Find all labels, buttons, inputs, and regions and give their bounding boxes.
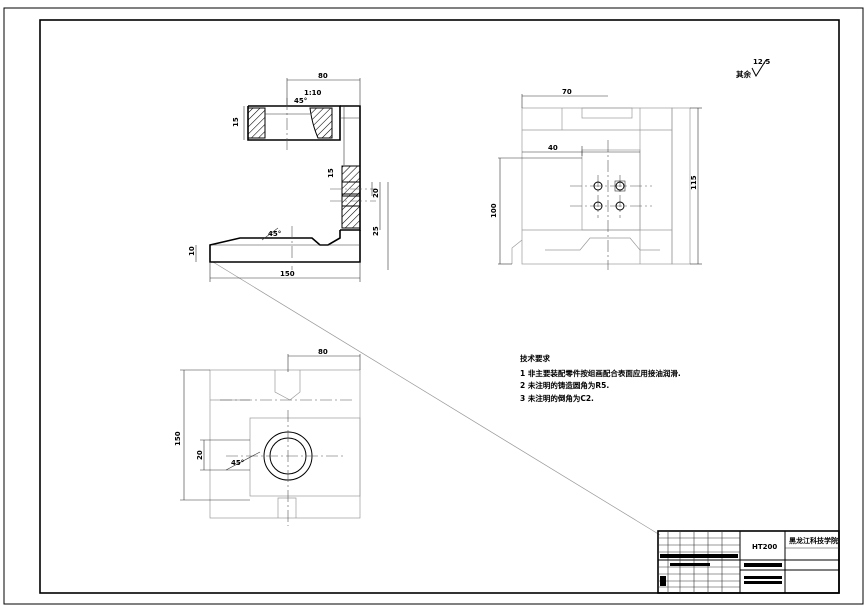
construction-line <box>212 261 661 536</box>
dim-front-h2: 25 <box>372 226 380 236</box>
note-3: 3 未注明的倒角为C2. <box>520 393 594 403</box>
dim-front-h1: 20 <box>372 188 380 198</box>
dim-side-mid: 40 <box>548 144 558 152</box>
side-view: 70 40 115 100 <box>490 88 702 270</box>
dim-side-left-h: 100 <box>490 203 498 218</box>
top-view: 80 150 20 45° <box>174 348 361 526</box>
outer-border <box>3 7 864 605</box>
roughness-value: 12.5 <box>753 58 770 66</box>
material-label: HT200 <box>752 543 777 551</box>
dim-top-angle: 45° <box>231 459 244 467</box>
roughness-label: 其余 <box>736 69 751 79</box>
notes-title: 技术要求 <box>520 353 550 363</box>
dim-front-top: 80 <box>318 72 328 80</box>
roughness-symbol: 其余 12.5 <box>736 58 770 79</box>
dim-front-base-angle: 45° <box>268 230 281 238</box>
dim-side-top: 70 <box>562 88 572 96</box>
front-hatch-right <box>309 107 333 139</box>
dim-top-inner-h: 20 <box>196 450 204 460</box>
front-hatch-left <box>247 107 266 139</box>
school-label: 黑龙江科技学院 <box>789 536 838 545</box>
technical-notes: 技术要求 1 非主要装配零件按组画配合表面应用接油润滑. 2 未注明的铸造圆角为… <box>520 353 681 403</box>
front-hatch-boss <box>341 165 361 229</box>
dim-side-right-h: 115 <box>690 175 698 190</box>
inner-border <box>39 19 840 594</box>
dim-top-width: 80 <box>318 348 328 356</box>
title-block: HT200 黑龙江科技学院 <box>657 530 840 594</box>
dim-front-bottom: 150 <box>280 270 295 278</box>
front-view: 80 1:10 45° 15 20 25 15 150 10 45° <box>188 72 389 282</box>
dim-front-ratio: 1:10 <box>304 89 322 97</box>
dim-front-h3: 15 <box>327 168 335 178</box>
note-1: 1 非主要装配零件按组画配合表面应用接油润滑. <box>520 368 681 378</box>
note-2: 2 未注明的铸造圆角为R5. <box>520 380 609 390</box>
dim-front-angle: 45° <box>294 97 307 105</box>
dim-top-left-h: 150 <box>174 431 182 446</box>
dim-front-left-h: 15 <box>232 117 240 127</box>
dim-front-base-h: 10 <box>188 246 196 256</box>
